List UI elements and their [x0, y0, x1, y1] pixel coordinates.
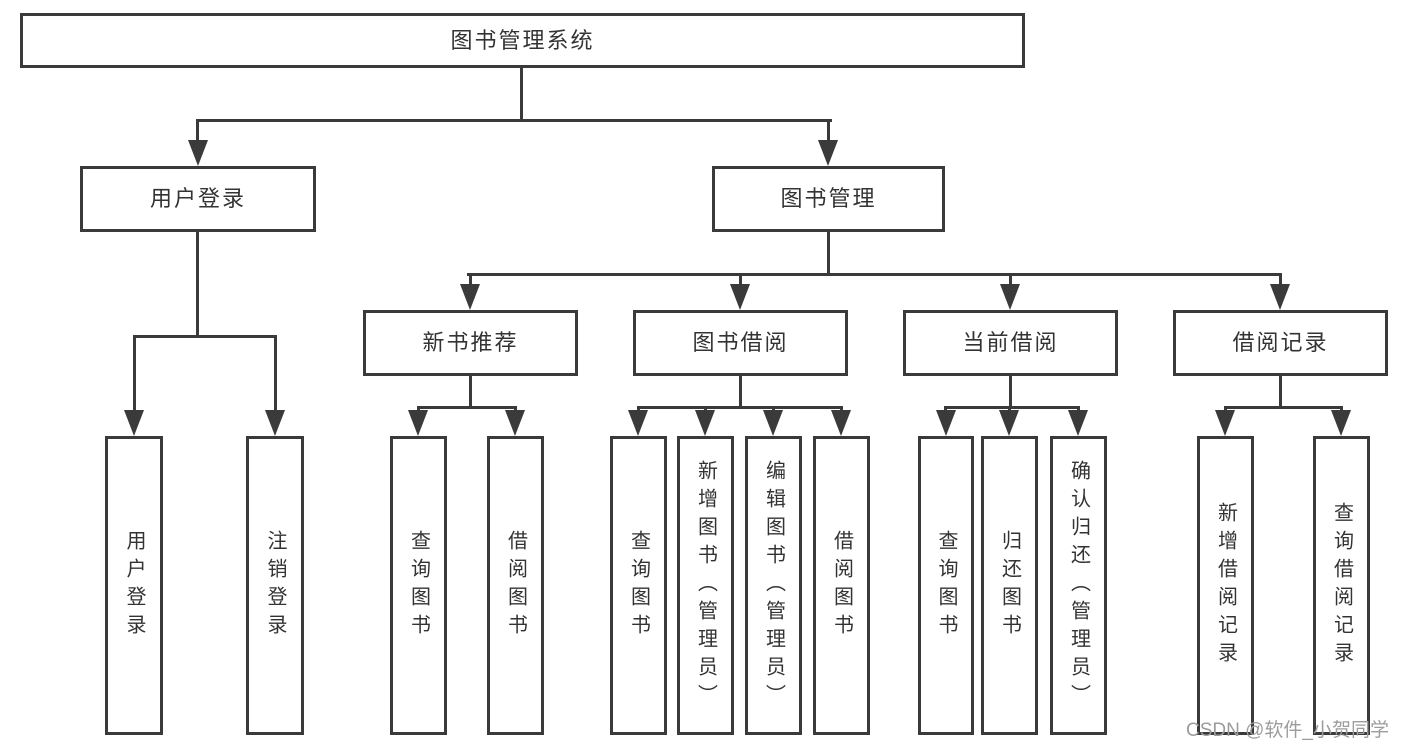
node-book-borrowing: 图书借阅: [633, 310, 848, 376]
node-label: 借阅记录: [1232, 330, 1329, 355]
connector-line: [196, 119, 832, 122]
connector-line: [1009, 273, 1012, 287]
node-label: 用户登录: [149, 186, 246, 211]
leaf-label: 查询图书: [627, 529, 650, 642]
node-label: 图书借阅: [692, 330, 789, 355]
connector-line: [739, 376, 742, 406]
arrowhead-down-icon: [408, 410, 428, 436]
leaf-query-books-current: 查询图书: [918, 436, 974, 735]
connector-line: [469, 376, 472, 406]
connector-line: [469, 273, 472, 287]
leaf-return-books: 归还图书: [981, 436, 1038, 735]
leaf-label: 查询图书: [935, 529, 957, 642]
leaf-borrow-books-recommend: 借阅图书: [487, 436, 544, 735]
arrowhead-down-icon: [695, 410, 715, 436]
arrowhead-down-icon: [818, 140, 838, 166]
node-label: 图书管理系统: [450, 27, 595, 53]
connector-line: [739, 273, 742, 287]
csdn-watermark: CSDN @软件_小贺同学: [1186, 720, 1389, 741]
arrowhead-down-icon: [1331, 410, 1351, 436]
arrowhead-down-icon: [1000, 284, 1020, 310]
connector-line: [417, 406, 516, 409]
connector-line: [520, 67, 523, 119]
arrowhead-down-icon: [936, 410, 956, 436]
arrowhead-down-icon: [1068, 410, 1088, 436]
leaf-add-books-admin: 新增图书（管理员）: [677, 436, 734, 735]
arrowhead-down-icon: [1270, 284, 1290, 310]
leaf-label: 用户登录: [123, 529, 145, 642]
leaf-label: 确认归还（管理员）: [1067, 459, 1090, 712]
leaf-query-books-recommend: 查询图书: [390, 436, 447, 735]
leaf-label: 新增图书（管理员）: [694, 459, 717, 712]
leaf-borrow-books-borrowing: 借阅图书: [813, 436, 870, 735]
node-current-borrowing: 当前借阅: [903, 310, 1118, 376]
leaf-label: 查询图书: [407, 529, 430, 642]
node-label: 新书推荐: [422, 330, 519, 355]
arrowhead-down-icon: [1215, 410, 1235, 436]
node-user-login: 用户登录: [80, 166, 316, 232]
arrowhead-down-icon: [505, 410, 525, 436]
leaf-edit-books-admin: 编辑图书（管理员）: [745, 436, 802, 735]
connector-line: [1279, 376, 1282, 406]
leaf-label: 借阅图书: [504, 529, 527, 642]
arrowhead-down-icon: [999, 410, 1019, 436]
leaf-label: 归还图书: [998, 529, 1021, 642]
connector-line: [1279, 273, 1282, 287]
arrowhead-down-icon: [124, 410, 144, 436]
connector-line: [1224, 406, 1342, 409]
connector-line: [274, 335, 277, 413]
arrowhead-down-icon: [730, 284, 750, 310]
node-new-book-recommendation: 新书推荐: [363, 310, 578, 376]
connector-line: [133, 335, 136, 413]
leaf-confirm-return-admin: 确认归还（管理员）: [1050, 436, 1107, 735]
connector-line: [827, 119, 830, 143]
leaf-label: 编辑图书（管理员）: [762, 459, 785, 712]
connector-line: [467, 273, 1281, 276]
leaf-query-books-borrowing: 查询图书: [610, 436, 667, 735]
connector-line: [196, 119, 199, 143]
connector-line: [196, 232, 199, 335]
leaf-logout: 注销登录: [246, 436, 304, 735]
leaf-label: 查询借阅记录: [1330, 501, 1353, 670]
node-label: 当前借阅: [962, 330, 1059, 355]
leaf-user-login: 用户登录: [105, 436, 163, 735]
connector-line: [133, 335, 277, 338]
connector-line: [1009, 376, 1012, 406]
arrowhead-down-icon: [628, 410, 648, 436]
node-library-system-root: 图书管理系统: [20, 13, 1025, 68]
arrowhead-down-icon: [460, 284, 480, 310]
leaf-label: 注销登录: [264, 529, 286, 642]
node-borrowing-records: 借阅记录: [1173, 310, 1388, 376]
arrowhead-down-icon: [188, 140, 208, 166]
leaf-query-borrow-record: 查询借阅记录: [1313, 436, 1370, 735]
arrowhead-down-icon: [763, 410, 783, 436]
leaf-label: 新增借阅记录: [1214, 501, 1237, 670]
connector-line: [827, 232, 830, 273]
node-book-management: 图书管理: [712, 166, 945, 232]
arrowhead-down-icon: [265, 410, 285, 436]
connector-line: [944, 406, 1079, 409]
arrowhead-down-icon: [831, 410, 851, 436]
leaf-label: 借阅图书: [830, 529, 853, 642]
connector-line: [637, 406, 842, 409]
leaf-add-borrow-record: 新增借阅记录: [1197, 436, 1254, 735]
node-label: 图书管理: [780, 186, 877, 211]
